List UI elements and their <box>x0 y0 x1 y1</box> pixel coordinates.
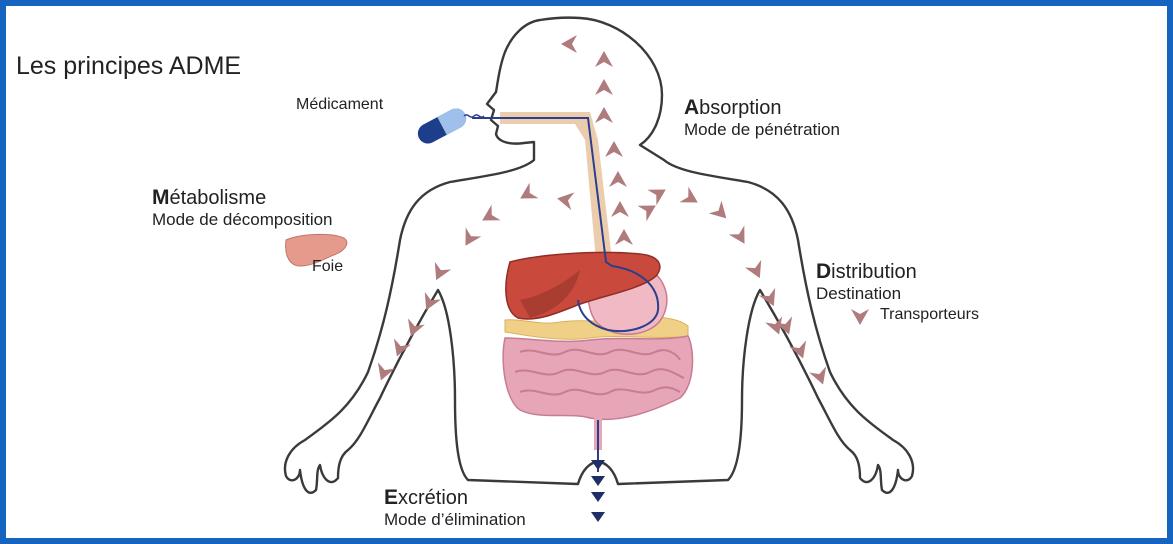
distribution-label: Distribution Destination <box>816 260 917 304</box>
excretion-arrows <box>591 460 605 522</box>
absorption-title: bsorption <box>699 97 781 119</box>
distribution-title: istribution <box>831 261 917 283</box>
excretion-title: xcrétion <box>398 487 468 509</box>
absorption-label: Absorption Mode de pénétration <box>684 96 840 140</box>
transporter-legend-label: Transporteurs <box>880 306 979 324</box>
liver-label: Foie <box>312 258 343 276</box>
excretion-initial: E <box>384 486 398 509</box>
excretion-subtitle: Mode d’élimination <box>384 510 526 530</box>
metabolism-title: étabolisme <box>170 187 267 209</box>
excretion-label: Excrétion Mode d’élimination <box>384 486 526 530</box>
metabolism-subtitle: Mode de décomposition <box>152 210 333 230</box>
transporter-legend-icon <box>851 309 869 325</box>
absorption-initial: A <box>684 96 699 119</box>
metabolism-initial: M <box>152 186 170 209</box>
drug-label: Médicament <box>296 96 383 114</box>
distribution-initial: D <box>816 260 831 283</box>
drug-capsule <box>414 105 469 147</box>
metabolism-label: Métabolisme Mode de décomposition <box>152 186 333 230</box>
distribution-subtitle: Destination <box>816 284 917 304</box>
absorption-subtitle: Mode de pénétration <box>684 120 840 140</box>
